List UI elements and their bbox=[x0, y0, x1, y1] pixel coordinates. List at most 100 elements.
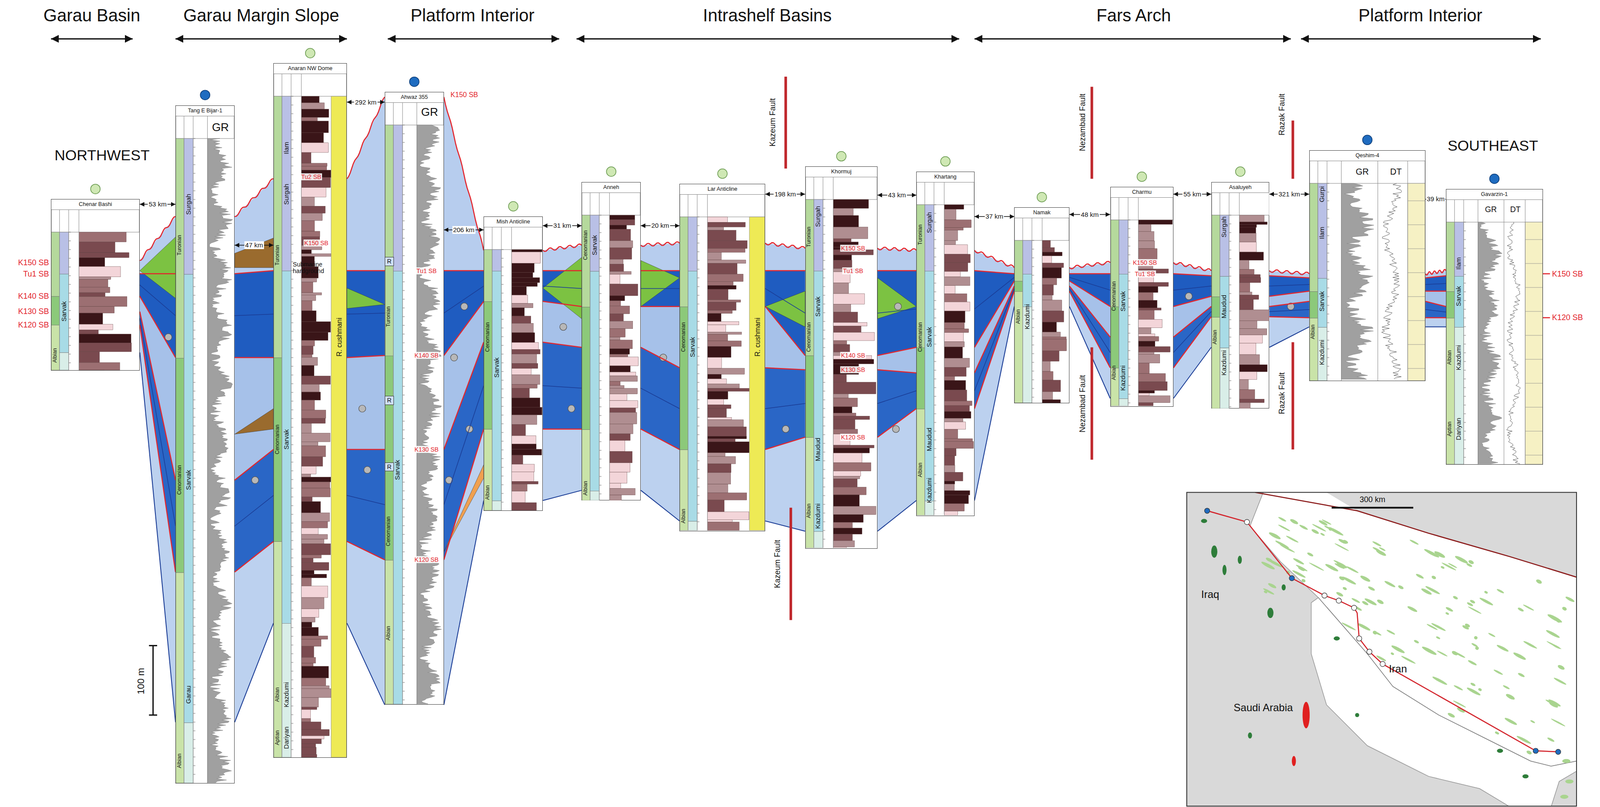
horizon-line bbox=[542, 285, 582, 289]
lithology-bar bbox=[301, 665, 330, 678]
depth-tick bbox=[291, 366, 294, 367]
depth-tick bbox=[1128, 237, 1131, 238]
stage-strip bbox=[1446, 291, 1455, 318]
well-location bbox=[1380, 661, 1386, 667]
distance-label: 198 km bbox=[773, 190, 797, 199]
depth-tick bbox=[697, 329, 700, 331]
anticline-outline bbox=[1267, 581, 1278, 589]
depth-tick bbox=[1031, 275, 1035, 276]
depth-tick bbox=[1327, 278, 1330, 279]
depth-tick bbox=[402, 586, 405, 587]
lithology-bar bbox=[1042, 310, 1065, 322]
anticline-outline bbox=[1375, 548, 1387, 557]
lithology-bar bbox=[833, 522, 853, 528]
lithology-bar bbox=[944, 400, 973, 406]
depth-tick bbox=[1229, 214, 1232, 216]
depth-tick bbox=[697, 268, 700, 270]
distance-label: 206 km bbox=[452, 225, 476, 234]
anticline-outline bbox=[1364, 596, 1378, 606]
lithology-bar bbox=[944, 455, 955, 465]
depth-tick bbox=[402, 220, 405, 222]
depth-tick bbox=[291, 740, 294, 741]
lithology-bar bbox=[1042, 284, 1054, 296]
depth-tick bbox=[193, 312, 196, 313]
fault-bar bbox=[1291, 120, 1295, 179]
depth-tick bbox=[697, 521, 700, 522]
well-type-dot bbox=[1362, 134, 1372, 145]
depth-tick bbox=[291, 209, 294, 210]
marker-label: R bbox=[384, 462, 394, 471]
region-extent-arrow bbox=[576, 38, 960, 40]
lithology-bar bbox=[301, 423, 312, 433]
lithology-bar bbox=[301, 466, 317, 474]
depth-tick bbox=[934, 404, 937, 406]
anticline-outline bbox=[1556, 663, 1566, 671]
depth-tick bbox=[1463, 238, 1466, 240]
depth-tick bbox=[1463, 360, 1466, 362]
depth-tick bbox=[599, 345, 602, 346]
lithology-bar bbox=[944, 438, 973, 441]
lithology-bar bbox=[833, 199, 869, 209]
depth-tick bbox=[934, 430, 937, 432]
depth-tick bbox=[1229, 319, 1232, 320]
depth-tick bbox=[291, 749, 294, 750]
lithology-bar bbox=[301, 346, 314, 355]
depth-tick bbox=[402, 481, 405, 483]
depth-tick bbox=[291, 505, 294, 506]
zone-boundary bbox=[1525, 430, 1543, 431]
formation-strip bbox=[1454, 327, 1464, 464]
horizon-line bbox=[346, 448, 385, 451]
column-divider bbox=[402, 102, 403, 704]
lithology-bar bbox=[301, 278, 317, 283]
stage-strip bbox=[1211, 316, 1221, 408]
depth-tick bbox=[697, 364, 700, 366]
lithology-bar bbox=[301, 697, 320, 707]
formation-label: Surgah bbox=[1220, 216, 1228, 238]
zone-boundary bbox=[1525, 358, 1543, 360]
lithology-bar bbox=[944, 254, 971, 263]
lithology-bar bbox=[301, 249, 312, 254]
column-header-cell bbox=[1110, 197, 1174, 220]
biozone-strip bbox=[331, 96, 347, 757]
depth-tick bbox=[291, 548, 294, 550]
depth-tick bbox=[823, 277, 826, 279]
lithology-bar bbox=[511, 406, 543, 415]
lithology-bar bbox=[301, 473, 312, 478]
well-log-graphic bbox=[581, 182, 641, 501]
anticline-outline bbox=[1400, 654, 1416, 665]
anticline-outline bbox=[1522, 603, 1535, 612]
pebble-symbol bbox=[559, 323, 567, 331]
lithology-bar bbox=[301, 206, 326, 214]
depth-tick bbox=[291, 679, 294, 680]
lithology-bar bbox=[944, 262, 969, 272]
correlation-band bbox=[139, 324, 176, 722]
anticline-outline bbox=[1471, 642, 1479, 648]
depth-tick bbox=[1128, 324, 1131, 325]
lithology-bar bbox=[79, 312, 104, 325]
formation-strip bbox=[1454, 221, 1464, 276]
lithology-bar bbox=[609, 271, 632, 275]
lithology-bar bbox=[944, 389, 968, 401]
depth-tick bbox=[1128, 376, 1131, 377]
horizon-line bbox=[1269, 326, 1309, 348]
well-name: Namak bbox=[1014, 207, 1069, 219]
lithology-bar bbox=[833, 359, 874, 364]
anticline-outline bbox=[1461, 624, 1470, 630]
assemblage-zone-strip bbox=[1525, 221, 1543, 464]
distance-label: 39 km bbox=[1425, 194, 1446, 203]
depth-tick bbox=[934, 457, 937, 458]
distance-label: 31 km bbox=[552, 221, 572, 230]
lithology-bar bbox=[79, 252, 130, 258]
depth-tick bbox=[1463, 456, 1466, 458]
well-type-dot bbox=[90, 184, 101, 194]
lithology-bar bbox=[1042, 350, 1060, 362]
anticline-outline bbox=[1440, 565, 1445, 570]
horizon-line bbox=[1542, 272, 1550, 275]
depth-tick bbox=[697, 286, 700, 287]
depth-tick bbox=[1327, 365, 1330, 367]
anticline-outline bbox=[1517, 606, 1525, 612]
depth-tick bbox=[68, 310, 71, 311]
horizon-line bbox=[234, 178, 274, 217]
depth-tick bbox=[193, 285, 196, 287]
lithology-bar bbox=[511, 286, 527, 296]
